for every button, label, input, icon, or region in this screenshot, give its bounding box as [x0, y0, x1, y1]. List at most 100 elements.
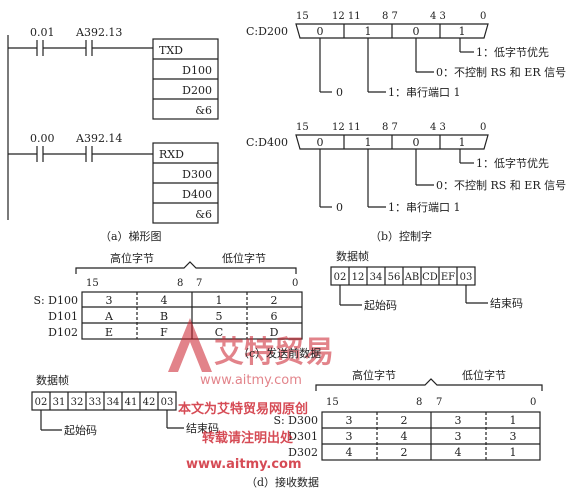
recv-cell: 4: [401, 430, 408, 443]
d200-note-low-first: 1：低字节优先: [476, 45, 549, 59]
send-cell: B: [160, 310, 168, 323]
rung1-contact1-label: 0.01: [30, 26, 55, 39]
frame-bottom-title: 数据帧: [36, 373, 69, 387]
d200-digit-1: 1: [365, 25, 372, 38]
d200-bit12-11: 12 11: [332, 11, 361, 22]
d200-bit8-7: 8 7: [382, 11, 398, 22]
send-cell: 6: [271, 310, 278, 323]
recv-row3-label: D302: [288, 446, 318, 459]
d200-bit15: 15: [296, 11, 309, 22]
d400-digit-2: 0: [413, 136, 420, 149]
frame-top-cell: 02: [334, 272, 347, 283]
d200-note-zero: 0: [336, 86, 343, 99]
recv-bit0: 0: [530, 397, 536, 408]
watermark-url: www.aitmy.com: [200, 373, 302, 388]
d200-note-no-rs-er: 0：不控制 RS 和 ER 信号: [436, 65, 566, 79]
d400-bit0: 0: [480, 122, 486, 133]
caption-a: （a）梯形图: [100, 230, 162, 243]
frame-top-start: 起始码: [364, 298, 397, 312]
rung1-op3: &6: [195, 104, 212, 117]
frame-top-cell: 12: [352, 272, 365, 283]
d400-digit-0: 0: [317, 136, 324, 149]
recv-cell: 3: [455, 414, 462, 427]
d200-digit-0: 0: [317, 25, 324, 38]
frame-top-title: 数据帧: [336, 249, 369, 263]
caption-b: （b）控制字: [370, 229, 432, 243]
rung1-contact2-label: A392.13: [75, 26, 122, 39]
recv-bit15: 15: [326, 397, 339, 408]
frame-top-cell: CD: [422, 272, 438, 283]
send-row3-label: D102: [48, 326, 78, 339]
d400-digit-3: 1: [459, 136, 466, 149]
recv-cell: 4: [455, 446, 462, 459]
recv-low-byte: 低位字节: [462, 368, 506, 382]
frame-top-end: 结束码: [490, 297, 523, 310]
recv-cell: 3: [346, 430, 353, 443]
send-cell: 5: [216, 310, 223, 323]
recv-high-byte: 高位字节: [352, 368, 396, 382]
send-high-byte: 高位字节: [110, 251, 154, 265]
d400-note-zero: 0: [336, 201, 343, 214]
frame-top: [330, 266, 488, 306]
recv-cell: 4: [346, 446, 353, 459]
send-cell: E: [105, 326, 113, 339]
frame-top-cell: AB: [404, 272, 420, 283]
rung1-op1: D100: [182, 64, 212, 77]
recv-row1-label: S: D300: [273, 414, 318, 427]
watermark-line2: 转载请注明出处: [202, 430, 294, 446]
caption-d: （d）接收数据: [246, 475, 319, 489]
recv-cell: 2: [401, 446, 408, 459]
send-bit7: 7: [196, 278, 202, 289]
recv-cell: 3: [455, 430, 462, 443]
frame-bottom-cell: 02: [35, 397, 48, 408]
recv-row2-label: D301: [288, 430, 318, 443]
send-row2-label: D101: [48, 310, 78, 323]
d400-bit12-11: 12 11: [332, 122, 361, 133]
send-cell: 4: [161, 294, 168, 307]
control-word-d400: [295, 134, 489, 208]
frame-bottom-cell: 33: [89, 397, 102, 408]
frame-top-cell: 03: [460, 272, 473, 283]
frame-bottom-cell: 41: [125, 397, 138, 408]
recv-cell: 2: [401, 414, 408, 427]
send-cell: 2: [271, 294, 278, 307]
send-cell: F: [160, 326, 168, 339]
recv-cell: 1: [510, 446, 517, 459]
d400-note-no-rs-er: 0：不控制 RS 和 ER 信号: [436, 178, 566, 192]
d200-digit-2: 0: [413, 25, 420, 38]
frame-bottom-cell: 42: [143, 397, 156, 408]
send-cell: A: [104, 310, 114, 323]
d200-bit4-3: 4 3: [430, 11, 446, 22]
watermark-line1: 本文为艾特贸易网原创: [178, 401, 308, 417]
send-bit0: 0: [292, 278, 298, 289]
watermark-brand: 艾特贸易: [214, 335, 334, 370]
frame-bottom-cell: 03: [161, 397, 174, 408]
d400-bit15: 15: [296, 122, 309, 133]
d400-bit8-7: 8 7: [382, 122, 398, 133]
frame-bottom-end: 结束码: [186, 422, 219, 435]
rung2-op2: D400: [182, 188, 212, 201]
send-bit8: 8: [177, 278, 183, 289]
d400-bit4-3: 4 3: [430, 122, 446, 133]
send-cell: 3: [106, 294, 113, 307]
frame-bottom-cell: 31: [53, 397, 66, 408]
recv-cell: 3: [346, 414, 353, 427]
d400-note-low-first: 1：低字节优先: [476, 156, 549, 170]
rung2-op1: D300: [182, 168, 212, 181]
watermark-overlay: 本文为艾特贸易网原创 转载请注明出处 www.aitmy.com: [178, 401, 308, 472]
send-cell: 1: [216, 294, 223, 307]
frame-bottom-cell: 32: [71, 397, 84, 408]
frame-bottom-start: 起始码: [64, 423, 97, 437]
d200-label: C:D200: [246, 25, 288, 38]
frame-bottom: [31, 391, 184, 431]
send-cell: D: [270, 326, 279, 339]
rung2-contact1-label: 0.00: [30, 132, 55, 145]
d400-label: C:D400: [246, 136, 288, 149]
rung2-contact2-label: A392.14: [75, 132, 122, 145]
send-cell: C: [215, 326, 223, 339]
recv-cell: 1: [510, 414, 517, 427]
rung2-op3: &6: [195, 208, 212, 221]
frame-top-cell: 56: [388, 272, 401, 283]
ladder-rung-2: [8, 142, 219, 224]
